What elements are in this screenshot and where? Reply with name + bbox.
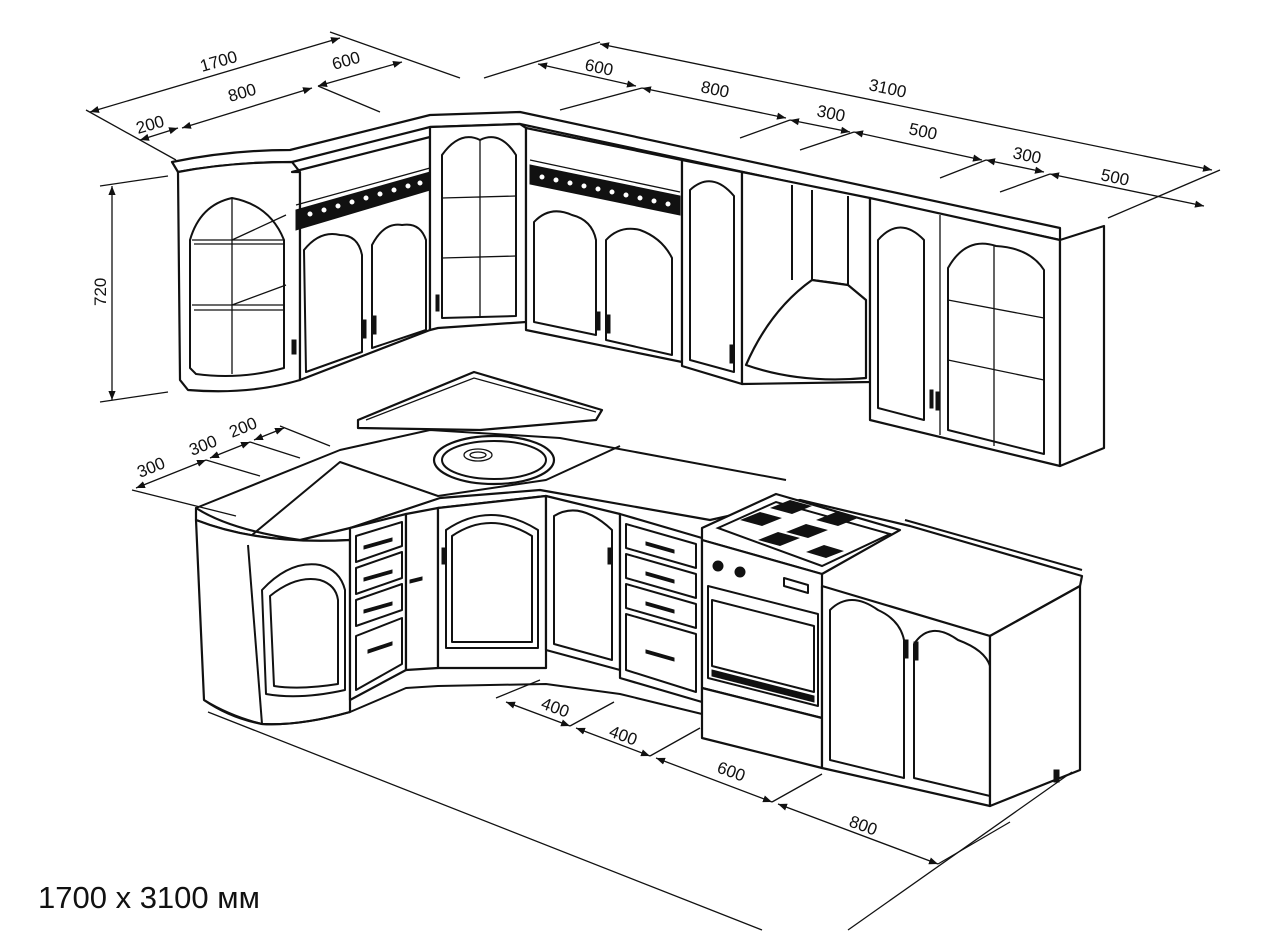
dim-upper-left-total: 1700 [198,47,240,76]
upper-cabinet-middle [524,126,684,364]
lower-single-door [544,494,622,672]
dim-lower-right-a: 400 [539,694,572,722]
balustrade-right [538,173,672,208]
dim-lower-right-c: 600 [715,758,748,786]
upper-narrow-cabinet [680,158,744,386]
dim-upper-right-a: 600 [583,55,615,79]
lower-drawer-stack-left [348,512,408,702]
overall-size-caption: 1700 x 3100 мм [38,880,260,915]
upper-cabinets [170,110,1106,468]
lower-corner-door [404,506,440,672]
dim-upper-left-corner: 200 [134,112,167,138]
plinth [203,683,703,726]
dim-upper-right-d: 500 [907,119,939,143]
stove [700,492,902,770]
dim-lower-right-b: 400 [607,722,640,750]
lower-cabinets [194,370,1084,808]
lower-rounded-cabinet [194,518,352,726]
dim-upper-right-e: 300 [1011,143,1043,167]
lower-right-cabinet [820,584,1082,808]
corner-open-shelf-cabinet [176,160,302,393]
dim-upper-right-b: 800 [699,77,731,101]
lower-drawer-cabinet [618,512,704,704]
corner-shelf-plate [356,370,604,432]
sink-base-cabinet [436,494,548,670]
dim-upper-left-end: 600 [330,48,363,74]
dim-upper-height: 720 [91,278,110,306]
upper-corner-glass-cabinet [428,122,528,332]
upper-right-cabinets [868,196,1106,468]
dim-upper-left-middle: 800 [226,80,259,106]
sink [432,434,556,486]
dim-lower-right-d: 800 [847,812,880,840]
upper-cabinet-left [290,135,432,382]
balustrade-left [306,179,424,218]
range-hood [740,170,872,386]
dimension-lines [85,31,1221,931]
dim-upper-right-f: 500 [1099,165,1131,189]
dim-upper-right-total: 3100 [867,75,908,101]
dim-lower-left-c: 200 [226,413,259,441]
stove-grate [715,500,893,568]
dim-upper-right-c: 300 [815,101,847,125]
